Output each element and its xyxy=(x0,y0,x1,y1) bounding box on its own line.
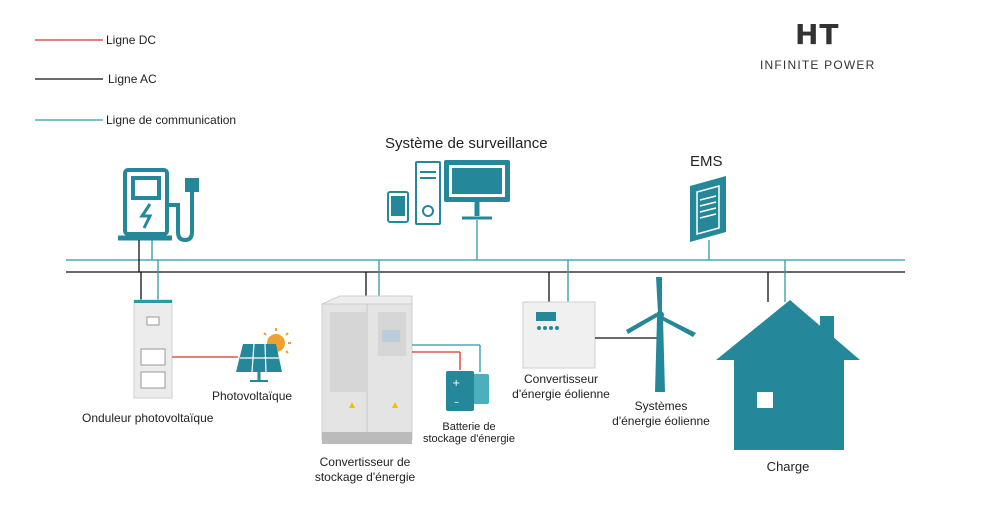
pv-inverter-icon xyxy=(133,260,173,399)
battery-label: Batterie de stockage d'énergie xyxy=(423,421,515,445)
monitoring-devices-icon xyxy=(387,160,510,225)
legend-comm-label: Ligne de communication xyxy=(106,113,237,127)
monitoring-label: Système de surveillance xyxy=(385,135,548,152)
load-label: Charge xyxy=(766,459,810,474)
brand-tagline: INFINITE POWER xyxy=(760,58,876,72)
wind-converter-label: Convertisseur d'énergie éolienne xyxy=(512,372,610,401)
svg-text:–: – xyxy=(454,397,459,408)
house-load-icon xyxy=(716,260,860,450)
brand-logo: HT xyxy=(795,18,840,51)
storage-converter-cabinet-icon xyxy=(321,260,413,444)
legend-lines xyxy=(35,39,103,121)
pv-inverter-label: Onduleur photovoltaïque xyxy=(82,411,214,425)
svg-text:+: + xyxy=(452,378,460,389)
legend-dc-label: Ligne DC xyxy=(106,33,157,47)
wind-turbine-icon xyxy=(626,277,696,392)
legend-ac-label: Ligne AC xyxy=(108,72,157,86)
storage-converter-label: Convertisseur de stockage d'énergie xyxy=(314,455,416,484)
solar-panel-icon xyxy=(236,328,291,382)
pv-label: Photovoltaïque xyxy=(212,389,293,403)
battery-icon: + – xyxy=(446,371,489,411)
ems-server-icon xyxy=(690,176,726,242)
wind-converter-icon xyxy=(522,260,596,369)
wind-system-label: Systèmes d'énergie éolienne xyxy=(612,399,710,428)
ev-charger-icon xyxy=(118,168,199,243)
ems-label: EMS xyxy=(690,153,723,170)
